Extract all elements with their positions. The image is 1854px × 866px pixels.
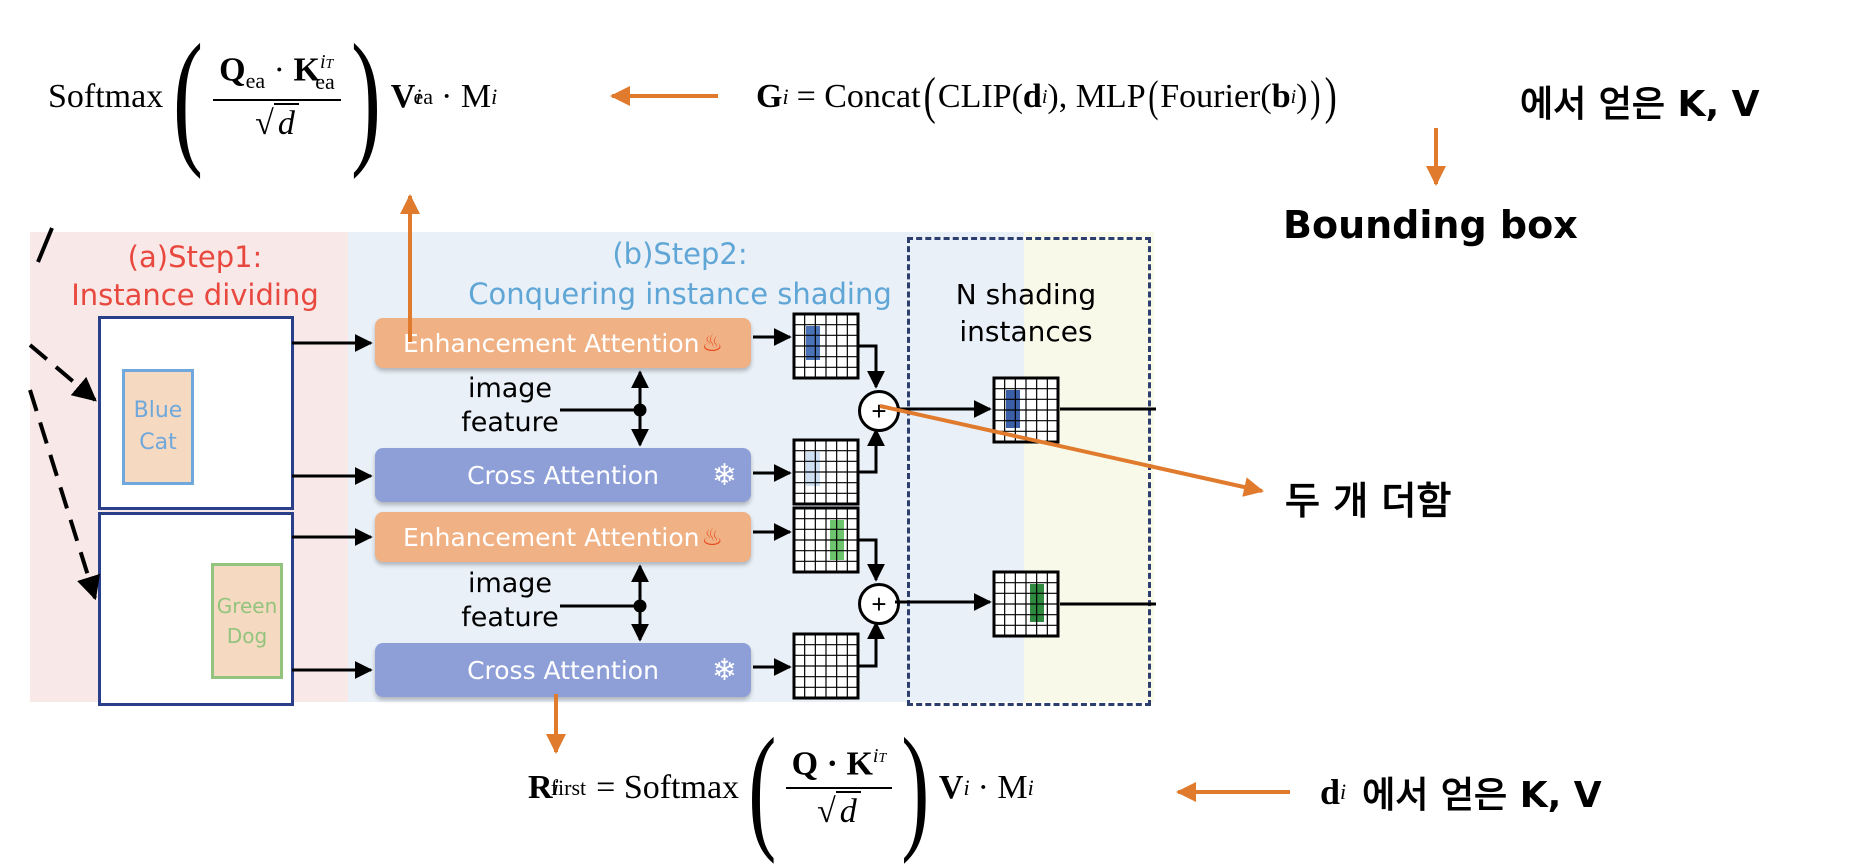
enhancement-attention-block-2: Enhancement Attention ♨ bbox=[375, 512, 751, 562]
left-paren: ( bbox=[173, 14, 204, 180]
dashed-input-arrows bbox=[28, 227, 101, 601]
fire-icon: ♨ bbox=[701, 523, 723, 551]
r-fraction: Q · KiT √d bbox=[785, 745, 893, 831]
blue-cat-bbox: Blue Cat bbox=[122, 369, 194, 485]
fraction: Qea · KiTea √d bbox=[213, 51, 341, 142]
image-feature-label-2: image feature bbox=[461, 568, 559, 633]
snowflake-icon: ❄ bbox=[711, 652, 737, 688]
step1-title: (a)Step1: Instance dividing bbox=[71, 240, 319, 312]
n-shading-title: N shading instances bbox=[955, 278, 1097, 348]
cross-attention-block-1: Cross Attention ❄ bbox=[375, 448, 751, 502]
image-feature-label-1: image feature bbox=[461, 373, 559, 438]
enhancement-attention-block-1: Enhancement Attention ♨ bbox=[375, 318, 751, 368]
green-dog-bbox: Green Dog bbox=[211, 563, 283, 679]
g-suffix-text: 에서 얻은 K, V bbox=[1520, 84, 1760, 125]
step2-title: (b)Step2: Conquering instance shading bbox=[468, 237, 892, 311]
sum-two-label: 두 개 더함 bbox=[1285, 479, 1452, 523]
snowflake-icon: ❄ bbox=[711, 457, 737, 493]
grid-lines bbox=[794, 314, 1058, 698]
cross-attention-block-2: Cross Attention ❄ bbox=[375, 643, 751, 697]
feature-grids bbox=[792, 312, 1060, 700]
n-shading-box bbox=[907, 237, 1151, 706]
right-paren: ) bbox=[350, 14, 381, 180]
bounding-box-label: Bounding box bbox=[1283, 203, 1578, 247]
fire-icon: ♨ bbox=[701, 329, 723, 357]
softmax-label: Softmax bbox=[48, 78, 164, 115]
